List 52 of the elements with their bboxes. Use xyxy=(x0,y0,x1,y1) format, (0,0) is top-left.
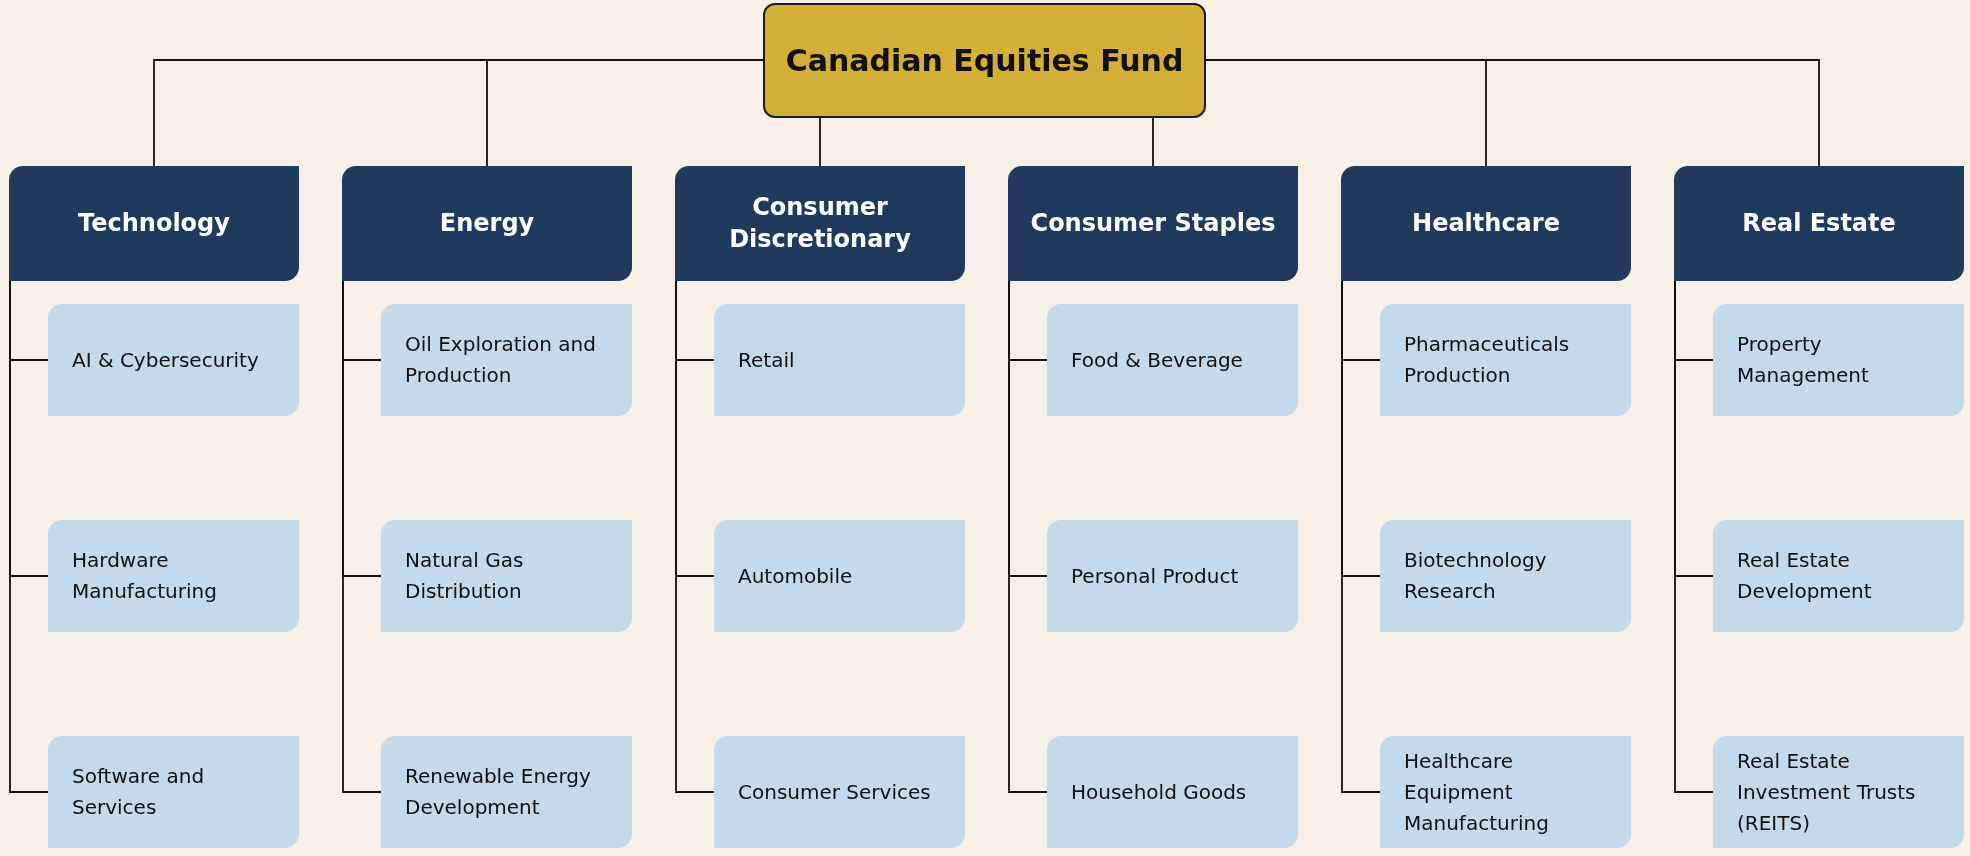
box-label: Energy xyxy=(439,207,535,239)
subsector-box xyxy=(48,736,299,848)
subsector-box xyxy=(1380,736,1631,848)
subsector-box xyxy=(1047,736,1298,848)
box-label: Renewable Energy Development xyxy=(405,763,592,821)
box-label: Real Estate Development xyxy=(1737,547,1873,605)
box-label: Technology xyxy=(78,207,230,239)
subsector-box xyxy=(714,304,965,416)
box-label: Household Goods xyxy=(1071,778,1247,806)
box-label: AI & Cybersecurity xyxy=(72,346,259,374)
sector-box xyxy=(1674,166,1964,281)
subsector-box xyxy=(381,304,632,416)
sector-box xyxy=(9,166,299,281)
subsector-box xyxy=(48,520,299,632)
fund-box xyxy=(763,3,1206,118)
connector-line xyxy=(819,117,821,167)
subsector-box xyxy=(1713,304,1964,416)
subsector-box xyxy=(381,736,632,848)
subsector-box xyxy=(1380,304,1631,416)
subsector-box xyxy=(714,520,965,632)
box-label: Biotechnology Research xyxy=(1404,547,1548,605)
box-label: Consumer Staples xyxy=(1030,207,1276,239)
box-label: Oil Exploration and Production xyxy=(405,331,597,389)
box-label: Healthcare xyxy=(1412,207,1560,239)
subsector-box xyxy=(1380,520,1631,632)
box-label: Retail xyxy=(738,346,795,374)
box-label: Consumer Services xyxy=(738,778,931,806)
subsector-box xyxy=(381,520,632,632)
subsector-box xyxy=(714,736,965,848)
box-label: Hardware Manufacturing xyxy=(72,547,218,605)
box-label: Property Management xyxy=(1737,331,1870,389)
subsector-box xyxy=(1047,520,1298,632)
box-label: Natural Gas Distribution xyxy=(405,547,525,605)
box-label: Software and Services xyxy=(72,763,206,821)
connector-line xyxy=(1152,117,1154,167)
box-label: Personal Product xyxy=(1071,562,1239,590)
box-label: Healthcare Equipment Manufacturing xyxy=(1404,747,1550,837)
box-label: Food & Beverage xyxy=(1071,346,1243,374)
box-label: Automobile xyxy=(738,562,853,590)
subsector-box xyxy=(1713,736,1964,848)
box-label: Pharmaceuticals Production xyxy=(1404,331,1571,389)
sector-box xyxy=(342,166,632,281)
box-label: Canadian Equities Fund xyxy=(785,42,1184,80)
subsector-box xyxy=(1713,520,1964,632)
box-label: Consumer Discretionary xyxy=(728,192,912,255)
box-label: Real Estate Investment Trusts (REITS) xyxy=(1737,747,1917,837)
subsector-box xyxy=(1047,304,1298,416)
sector-box xyxy=(675,166,965,281)
sector-box xyxy=(1341,166,1631,281)
sector-box xyxy=(1008,166,1298,281)
box-label: Real Estate xyxy=(1742,207,1896,239)
subsector-box xyxy=(48,304,299,416)
